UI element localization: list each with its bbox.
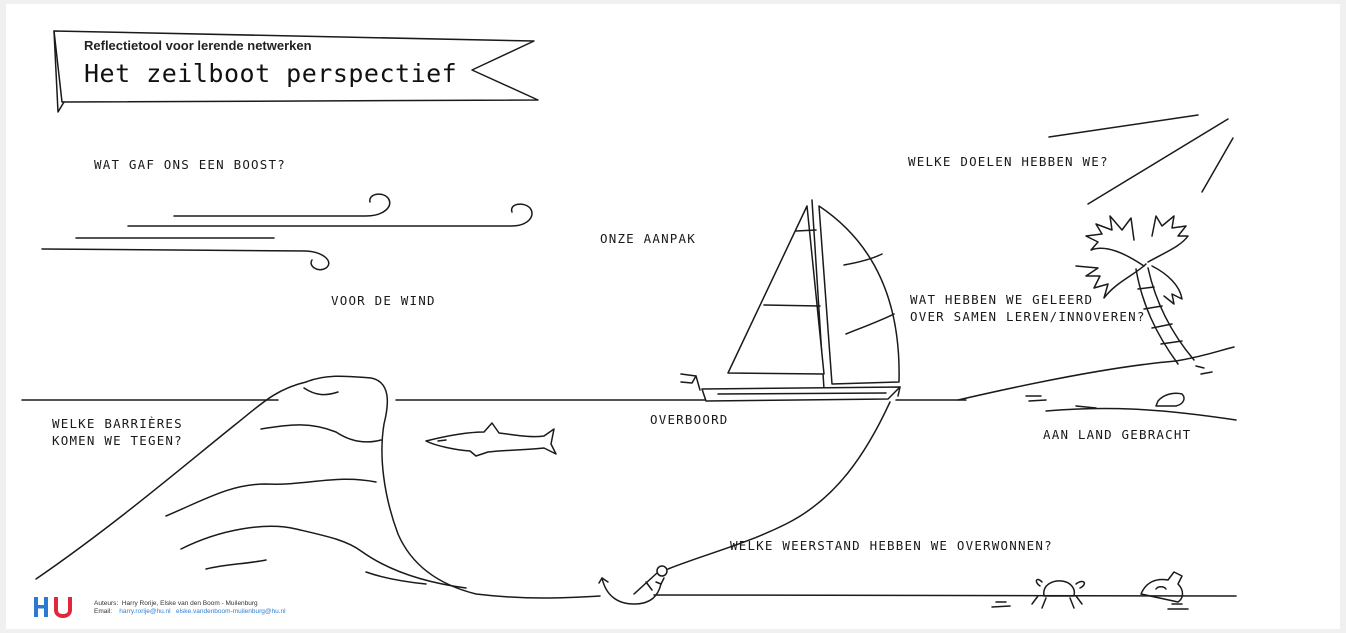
iceberg-illustration (36, 376, 600, 598)
crab-illustration (1032, 579, 1084, 608)
label-overboord: OVERBOORD (650, 411, 729, 428)
label-boost: WAT GAF ONS EEN BOOST? (94, 156, 286, 173)
anchor-illustration (599, 402, 890, 604)
footer-authors: Auteurs: Harry Rorije, Elske van den Boo… (94, 600, 258, 607)
hu-logo (32, 595, 78, 619)
label-doelen: WELKE DOELEN HEBBEN WE? (908, 153, 1109, 170)
label-weerstand: WELKE WEERSTAND HEBBEN WE OVERWONNEN? (730, 537, 1053, 554)
canvas: Reflectietool voor lerende netwerken Het… (6, 4, 1340, 629)
label-onze-aanpak: ONZE AANPAK (600, 230, 696, 247)
bottle-illustration (1141, 572, 1183, 602)
shark-illustration (426, 423, 556, 456)
palm-tree-illustration (1076, 216, 1194, 364)
authors-label: Auteurs: (94, 600, 118, 607)
banner-subtitle: Reflectietool voor lerende netwerken (84, 38, 312, 53)
banner-title: Het zeilboot perspectief (84, 59, 457, 88)
sailboat-illustration (681, 200, 900, 401)
wind-gusts-illustration (42, 194, 532, 270)
island-illustration (958, 347, 1236, 420)
label-voor-de-wind: VOOR DE WIND (331, 292, 436, 309)
email-link-1[interactable]: harry.rorije@hu.nl (119, 608, 170, 615)
label-aan-land: AAN LAND GEBRACHT (1043, 426, 1191, 443)
label-barrieres: WELKE BARRIÈRES KOMEN WE TEGEN? (52, 415, 183, 449)
email-label: Email: (94, 608, 112, 615)
footer-email: Email: harry.rorije@hu.nl elske.vandenbo… (94, 608, 286, 615)
email-link-2[interactable]: elske.vandenboom-muilenburg@hu.nl (176, 608, 286, 615)
sea-floor (654, 595, 1236, 609)
label-geleerd: WAT HEBBEN WE GELEERD OVER SAMEN LEREN/I… (910, 291, 1146, 325)
authors-names: Harry Rorije, Elske van den Boom - Muile… (122, 600, 258, 607)
